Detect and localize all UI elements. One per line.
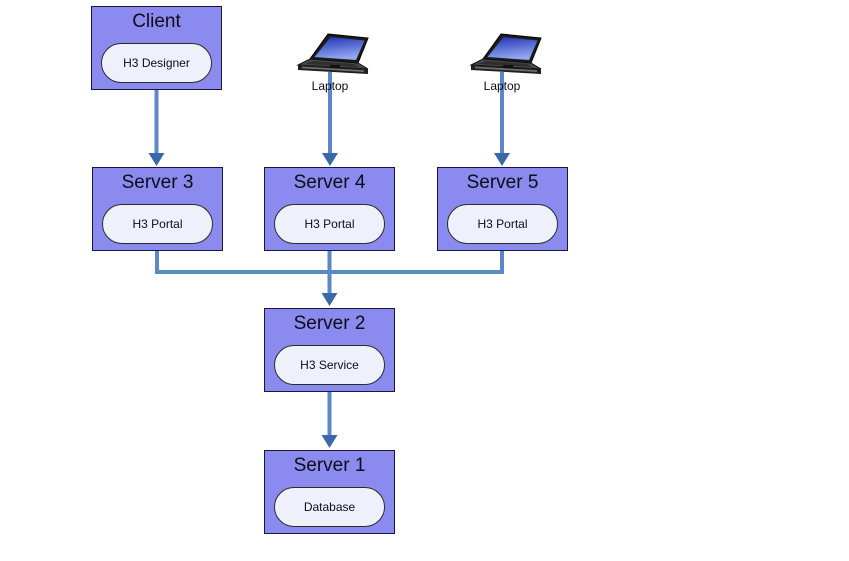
arrowhead-icon xyxy=(322,153,338,166)
laptop1-icon xyxy=(294,33,378,79)
node-server4: Server 4 H3 Portal xyxy=(264,167,395,251)
connector-laptop1-to-server4 xyxy=(322,72,338,166)
node-server3: Server 3 H3 Portal xyxy=(92,167,223,251)
connector-client-to-server3 xyxy=(148,90,165,166)
arrowhead-icon xyxy=(494,153,510,166)
node-component-oval: H3 Portal xyxy=(274,204,385,244)
arrowhead-icon xyxy=(148,153,165,166)
connector-server4-to-server2 xyxy=(321,251,338,306)
node-component-label: Database xyxy=(303,500,356,514)
node-component-label: H3 Portal xyxy=(304,217,355,231)
node-title: Server 5 xyxy=(466,172,539,193)
node-component-oval: H3 Designer xyxy=(101,43,212,83)
node-server1: Server 1 Database xyxy=(264,450,395,534)
arrowhead-icon xyxy=(321,435,338,448)
node-title: Server 3 xyxy=(121,172,194,193)
node-client: Client H3 Designer xyxy=(91,6,222,90)
node-title: Server 1 xyxy=(293,455,366,476)
node-server2: Server 2 H3 Service xyxy=(264,308,395,392)
laptop2-icon xyxy=(467,33,551,79)
node-component-label: H3 Designer xyxy=(123,56,190,70)
node-component-label: H3 Service xyxy=(300,358,359,372)
arrowhead-icon xyxy=(321,293,338,306)
node-component-oval: H3 Portal xyxy=(102,204,213,244)
node-title: Server 4 xyxy=(293,172,366,193)
node-title: Client xyxy=(132,11,181,32)
node-server5: Server 5 H3 Portal xyxy=(437,167,568,251)
node-component-oval: H3 Service xyxy=(274,345,385,385)
node-component-label: H3 Portal xyxy=(477,217,528,231)
node-component-oval: Database xyxy=(274,487,385,527)
node-component-oval: H3 Portal xyxy=(447,204,558,244)
laptop1-label: Laptop xyxy=(311,79,349,93)
connector-laptop2-to-server5 xyxy=(494,72,510,166)
node-component-label: H3 Portal xyxy=(132,217,183,231)
node-title: Server 2 xyxy=(293,313,366,334)
laptop2-label: Laptop xyxy=(483,79,521,93)
connector-server2-to-server1 xyxy=(321,392,338,448)
